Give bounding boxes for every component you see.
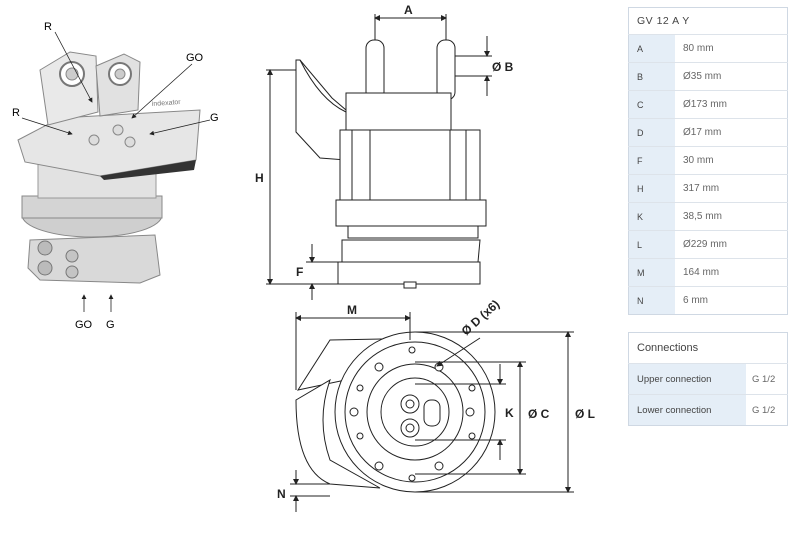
connection-value: G 1/2 [746,363,788,395]
spec-value: 317 mm [675,174,788,203]
connections-title: Connections [637,342,699,354]
spec-value: 164 mm [675,258,788,287]
callout-r-top: R [44,21,52,33]
dim-c-label: Ø C [528,407,550,421]
callout-go-bottom: GO [75,319,93,331]
bottom-plan-view [290,312,574,512]
spec-value: Ø173 mm [675,90,788,119]
connection-key: Lower connection [628,394,746,426]
callout-go-top: GO [186,52,204,64]
dim-l-label: Ø L [575,407,595,421]
spec-key: F [628,146,675,175]
spec-value: Ø35 mm [675,62,788,91]
spec-value: 30 mm [675,146,788,175]
connection-value: G 1/2 [746,394,788,426]
dim-b-label: Ø B [492,60,514,74]
spec-key: K [628,202,675,231]
spec-key: L [628,230,675,259]
dim-m-label: M [347,303,357,317]
spec-key: B [628,62,675,91]
dim-k-label: K [505,406,514,420]
callout-r-left: R [12,107,20,119]
dim-a-label: A [404,3,413,17]
dim-n-label: N [277,487,286,501]
connection-key: Upper connection [628,363,746,395]
spec-key: C [628,90,675,119]
spec-key: H [628,174,675,203]
svg-text:indexator: indexator [152,99,182,108]
side-elevation-view [266,14,492,300]
technical-drawing: indexator R GO R G GO G [12,3,595,512]
spec-value: 80 mm [675,34,788,63]
spec-key: D [628,118,675,147]
dim-h-label: H [255,171,264,185]
spec-key: M [628,258,675,287]
spec-value: Ø17 mm [675,118,788,147]
spec-table-title: GV 12 A Y [628,7,788,35]
rotator-3d-view: indexator R GO R G GO G [12,21,219,331]
callout-g-bottom: G [106,319,115,331]
callout-g-right: G [210,112,219,124]
spec-key: A [628,34,675,63]
spec-value: 6 mm [675,286,788,315]
dim-f-label: F [296,265,303,279]
spec-key: N [628,286,675,315]
spec-value: 38,5 mm [675,202,788,231]
spec-value: Ø229 mm [675,230,788,259]
